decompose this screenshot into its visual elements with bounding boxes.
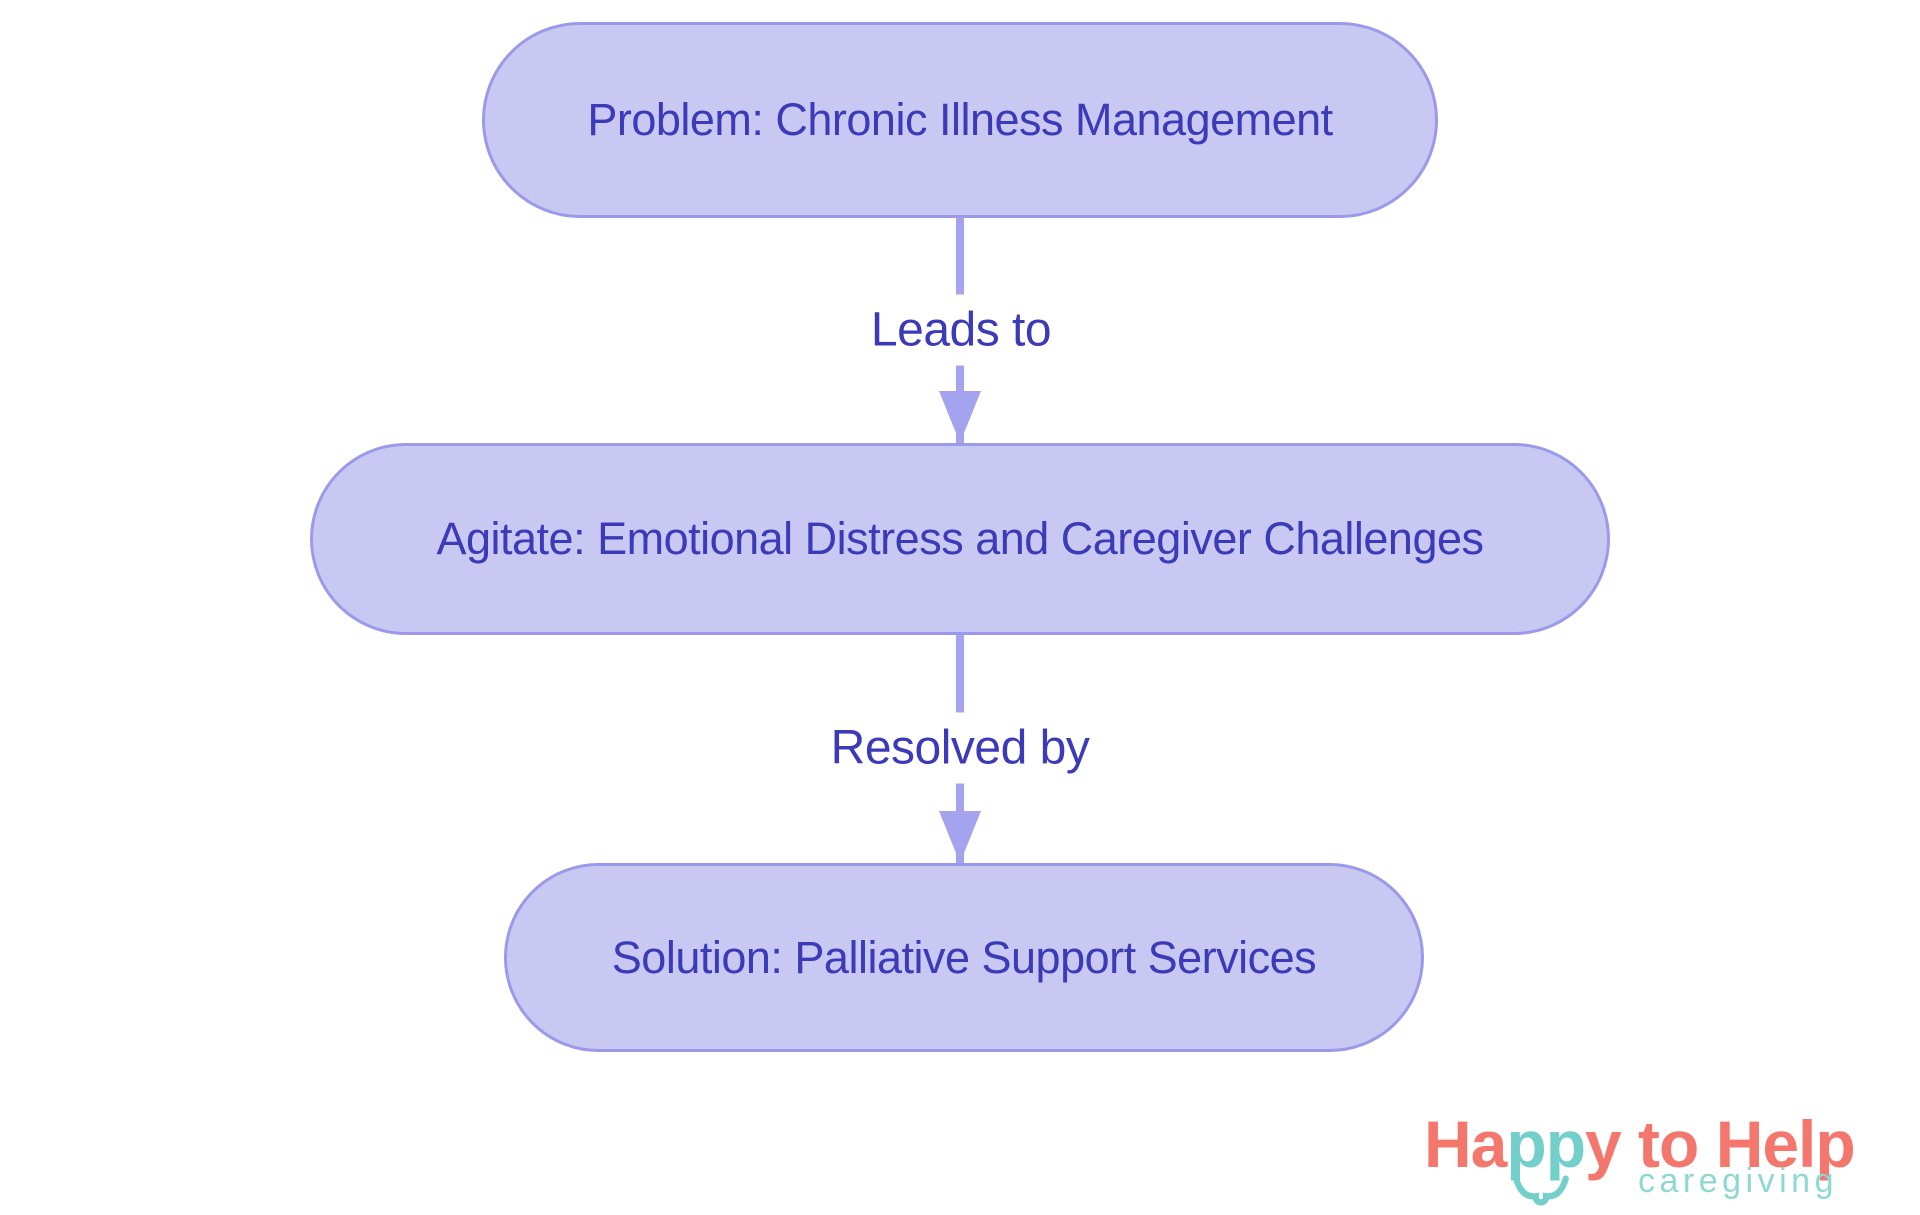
flow-node-agitate: Agitate: Emotional Distress and Caregive… — [310, 443, 1610, 635]
logo-subtitle: caregiving — [1638, 1162, 1838, 1200]
arrow-head-icon-2 — [939, 811, 981, 863]
smile-icon — [1513, 1175, 1569, 1206]
flow-node-solution-label: Solution: Palliative Support Services — [611, 931, 1317, 983]
flow-node-solution: Solution: Palliative Support Services — [504, 863, 1424, 1052]
edge-label-leads-to: Leads to — [854, 294, 1068, 366]
logo-title-y-to-help: y to Help — [1585, 1107, 1856, 1181]
logo-title-ha: Ha — [1424, 1107, 1507, 1181]
logo-title: Happy to Help — [1424, 1106, 1856, 1182]
edge-label-resolved-by: Resolved by — [814, 712, 1106, 784]
logo-title-pp: pp — [1506, 1107, 1586, 1181]
flow-node-agitate-label: Agitate: Emotional Distress and Caregive… — [436, 513, 1484, 564]
arrow-head-icon-1 — [939, 391, 981, 443]
flow-node-problem: Problem: Chronic Illness Management — [482, 22, 1438, 218]
flow-node-problem-label: Problem: Chronic Illness Management — [587, 94, 1333, 145]
